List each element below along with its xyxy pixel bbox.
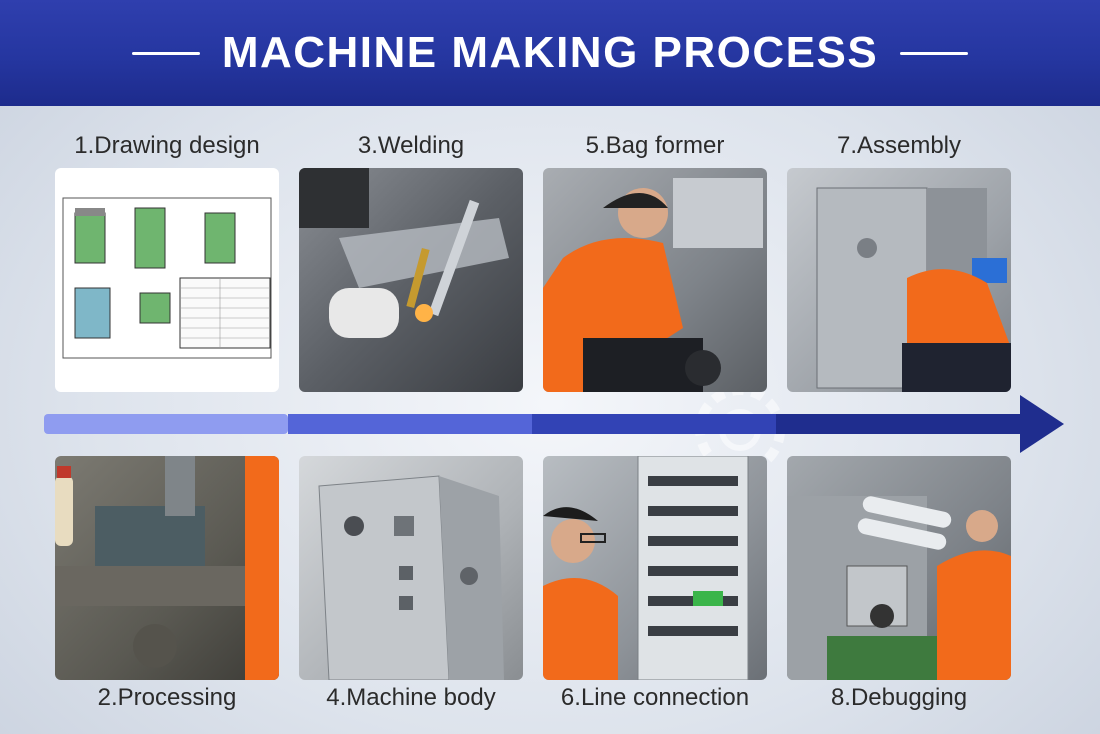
debugging-icon: [787, 496, 1011, 680]
timeline-segment-3: [532, 414, 776, 434]
step-label: 7.Assembly: [836, 132, 962, 159]
page-title: MACHINE MAKING PROCESS: [221, 28, 879, 77]
photo-drawing-design: [55, 168, 279, 392]
step-label: 1.Drawing design: [74, 132, 260, 159]
step-label: 4.Machine body: [326, 684, 496, 711]
step-label: 2.Processing: [97, 684, 237, 711]
milling-machine-icon: [55, 456, 279, 680]
worker-icon: [543, 178, 763, 392]
welding-icon: [299, 168, 509, 338]
photo-processing: [55, 456, 279, 680]
technical-drawing-icon: [62, 197, 272, 359]
timeline-arrow-head: [1020, 395, 1064, 453]
step-label: 3.Welding: [357, 132, 465, 159]
title-wrap: MACHINE MAKING PROCESS: [0, 0, 1100, 106]
wiring-cabinet-icon: [543, 456, 749, 680]
photo-welding: [299, 168, 523, 392]
photo-debugging: [787, 456, 1011, 680]
timeline-segment-2: [288, 414, 532, 434]
step-label: 6.Line connection: [560, 684, 750, 711]
photo-bag-former: [543, 168, 767, 392]
title-left-rule: [131, 51, 200, 55]
timeline-segment-1: [44, 414, 288, 434]
process-timeline-arrow: [44, 395, 1064, 453]
title-right-rule: [900, 51, 969, 55]
photo-assembly: [787, 168, 1011, 392]
photo-machine-body: [299, 456, 523, 680]
step-label: 8.Debugging: [830, 684, 968, 711]
step-label: 5.Bag former: [585, 132, 725, 159]
photo-line-connection: [543, 456, 767, 680]
assembly-icon: [816, 187, 1011, 392]
timeline-segment-4: [776, 414, 1026, 434]
machine-body-icon: [318, 475, 504, 680]
